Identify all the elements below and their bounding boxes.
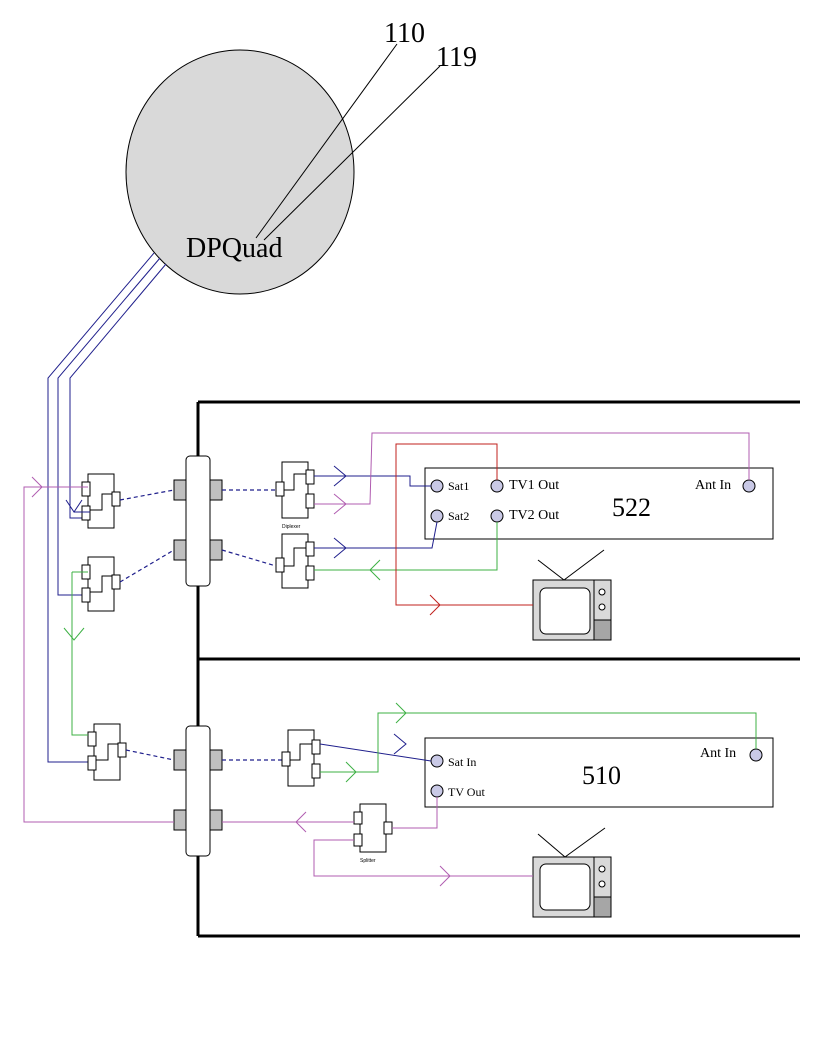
diplexer-3 <box>281 729 321 787</box>
multiswitch-1 <box>81 473 121 529</box>
ant-in-port-icon-510 <box>749 748 763 762</box>
splitter <box>353 803 393 853</box>
wall-plate-room2 <box>173 725 223 857</box>
ant-in-label-510: Ant In <box>700 746 736 761</box>
sat-cables <box>74 475 438 762</box>
wall-plate-room1 <box>173 455 223 587</box>
ant-in-port-icon <box>742 479 756 493</box>
receiver-522 <box>424 467 774 540</box>
dish-ref-110: 110 <box>384 18 425 49</box>
diplexer-2 <box>275 533 315 589</box>
leader-line-119 <box>263 65 441 241</box>
tv2-out-port-icon <box>490 509 504 523</box>
tv-out-port-icon <box>430 784 444 798</box>
sat2-label: Sat2 <box>448 509 469 523</box>
diplexer-label: Diplexer <box>282 524 301 530</box>
sat1-port-icon <box>430 479 444 493</box>
purple-cables <box>23 432 750 877</box>
dish-reflector <box>125 49 355 295</box>
red-cable <box>395 443 533 606</box>
tv2-out-label: TV2 Out <box>509 508 559 523</box>
sat2-port-icon <box>430 509 444 523</box>
dish-ref-119: 119 <box>436 42 477 73</box>
tv-icon-room1 <box>532 549 612 641</box>
sat-in-label: Sat In <box>448 755 476 769</box>
tv-icon-room2 <box>532 827 612 918</box>
splitter-label: Splitter <box>360 858 376 864</box>
sat-in-port-icon <box>430 754 444 768</box>
leader-line-110 <box>255 43 398 239</box>
diplexer-1 <box>275 461 315 519</box>
in-wall-runs <box>119 489 282 761</box>
receiver-522-model: 522 <box>612 493 651 522</box>
tv1-out-port-icon <box>490 479 504 493</box>
tv1-out-label: TV1 Out <box>509 478 559 493</box>
multiswitch-3 <box>87 723 127 781</box>
green-cables <box>71 522 757 773</box>
dish-label: DPQuad <box>186 233 282 264</box>
sat1-label: Sat1 <box>448 479 469 493</box>
ant-in-label-522: Ant In <box>695 478 731 493</box>
receiver-510-model: 510 <box>582 761 621 790</box>
receiver-510 <box>424 737 774 808</box>
tv-out-label: TV Out <box>448 785 485 799</box>
direction-arrows <box>31 465 451 887</box>
multiswitch-2 <box>81 556 121 612</box>
